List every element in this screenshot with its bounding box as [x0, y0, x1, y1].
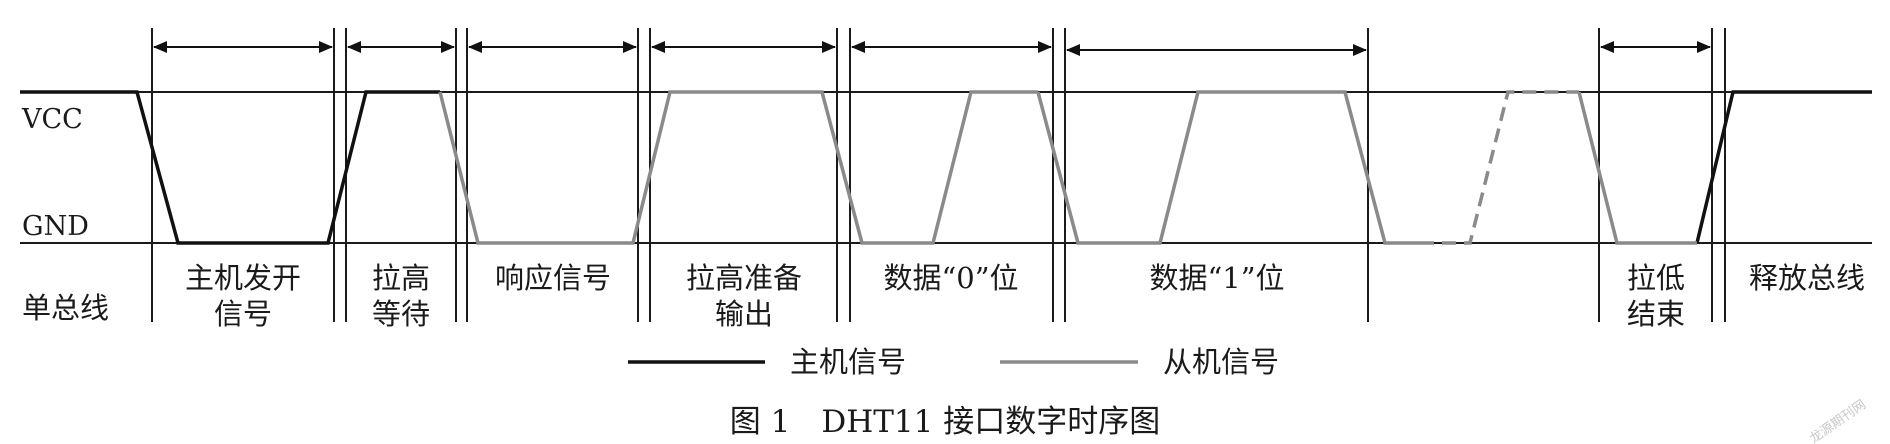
vcc-label: VCC [21, 104, 83, 135]
segment-label-data-1: 数据“1”位 [1149, 261, 1284, 295]
slave-signal-trace-1 [1036, 90, 1420, 245]
duration-arrow-3 [651, 41, 836, 53]
segment-label-response: 响应信号 [495, 261, 611, 295]
host-signal-trace-1 [1695, 90, 1872, 244]
duration-arrow-5 [1066, 44, 1367, 56]
segment-label-host-start-line-1: 主机发开 [185, 261, 301, 295]
figure-caption: 图 1 DHT11 接口数字时序图 [730, 404, 1160, 440]
duration-arrow-head-left [468, 41, 482, 53]
duration-arrow-2 [468, 41, 637, 53]
bus-label: 单总线 [22, 291, 109, 325]
waveform-layer [20, 90, 1872, 245]
duration-arrow-0 [153, 41, 333, 53]
segment-label-pull-low-end-line-1: 拉低 [1627, 261, 1685, 295]
duration-arrow-6 [1600, 41, 1711, 53]
duration-arrow-1 [347, 41, 455, 53]
duration-arrow-head-right [1697, 41, 1711, 53]
legend-host-label: 主机信号 [790, 345, 906, 379]
duration-arrow-head-right [1038, 41, 1052, 53]
duration-arrow-head-right [1353, 44, 1367, 56]
segment-label-release: 释放总线 [1749, 261, 1865, 295]
duration-arrow-head-right [441, 41, 455, 53]
segment-label-pull-up-ready-line-2: 输出 [715, 297, 773, 331]
slave-signal-continuation-dashed [1420, 90, 1579, 245]
legend: 主机信号 从机信号 [628, 345, 1279, 379]
duration-arrow-4 [851, 41, 1052, 53]
duration-arrow-head-right [623, 41, 637, 53]
gnd-label: GND [22, 211, 89, 242]
duration-arrow-head-right [319, 41, 333, 53]
slave-signal-trace-0 [438, 90, 1038, 245]
segment-label-pull-up-wait-line-2: 等待 [372, 297, 430, 331]
duration-arrow-head-right [822, 41, 836, 53]
segment-label-pull-up-wait-line-1: 拉高 [372, 261, 430, 295]
duration-arrow-head-left [1066, 44, 1080, 56]
duration-arrow-head-left [153, 41, 167, 53]
segment-label-pull-low-end-line-2: 结束 [1627, 297, 1685, 331]
duration-arrow-head-left [851, 41, 865, 53]
duration-arrow-head-left [651, 41, 665, 53]
segment-label-pull-up-ready-line-1: 拉高准备 [686, 261, 802, 295]
watermark: 龙源期刊网 [1807, 397, 1869, 444]
segment-label-data-0: 数据“0”位 [883, 261, 1018, 295]
host-signal-trace-0 [20, 90, 440, 245]
slave-signal-trace-2 [1577, 91, 1697, 245]
segment-label-host-start-line-2: 信号 [214, 297, 272, 331]
duration-arrow-head-left [347, 41, 361, 53]
legend-slave-label: 从机信号 [1163, 345, 1279, 379]
duration-arrow-head-left [1600, 41, 1614, 53]
duration-arrows-layer [153, 41, 1711, 56]
